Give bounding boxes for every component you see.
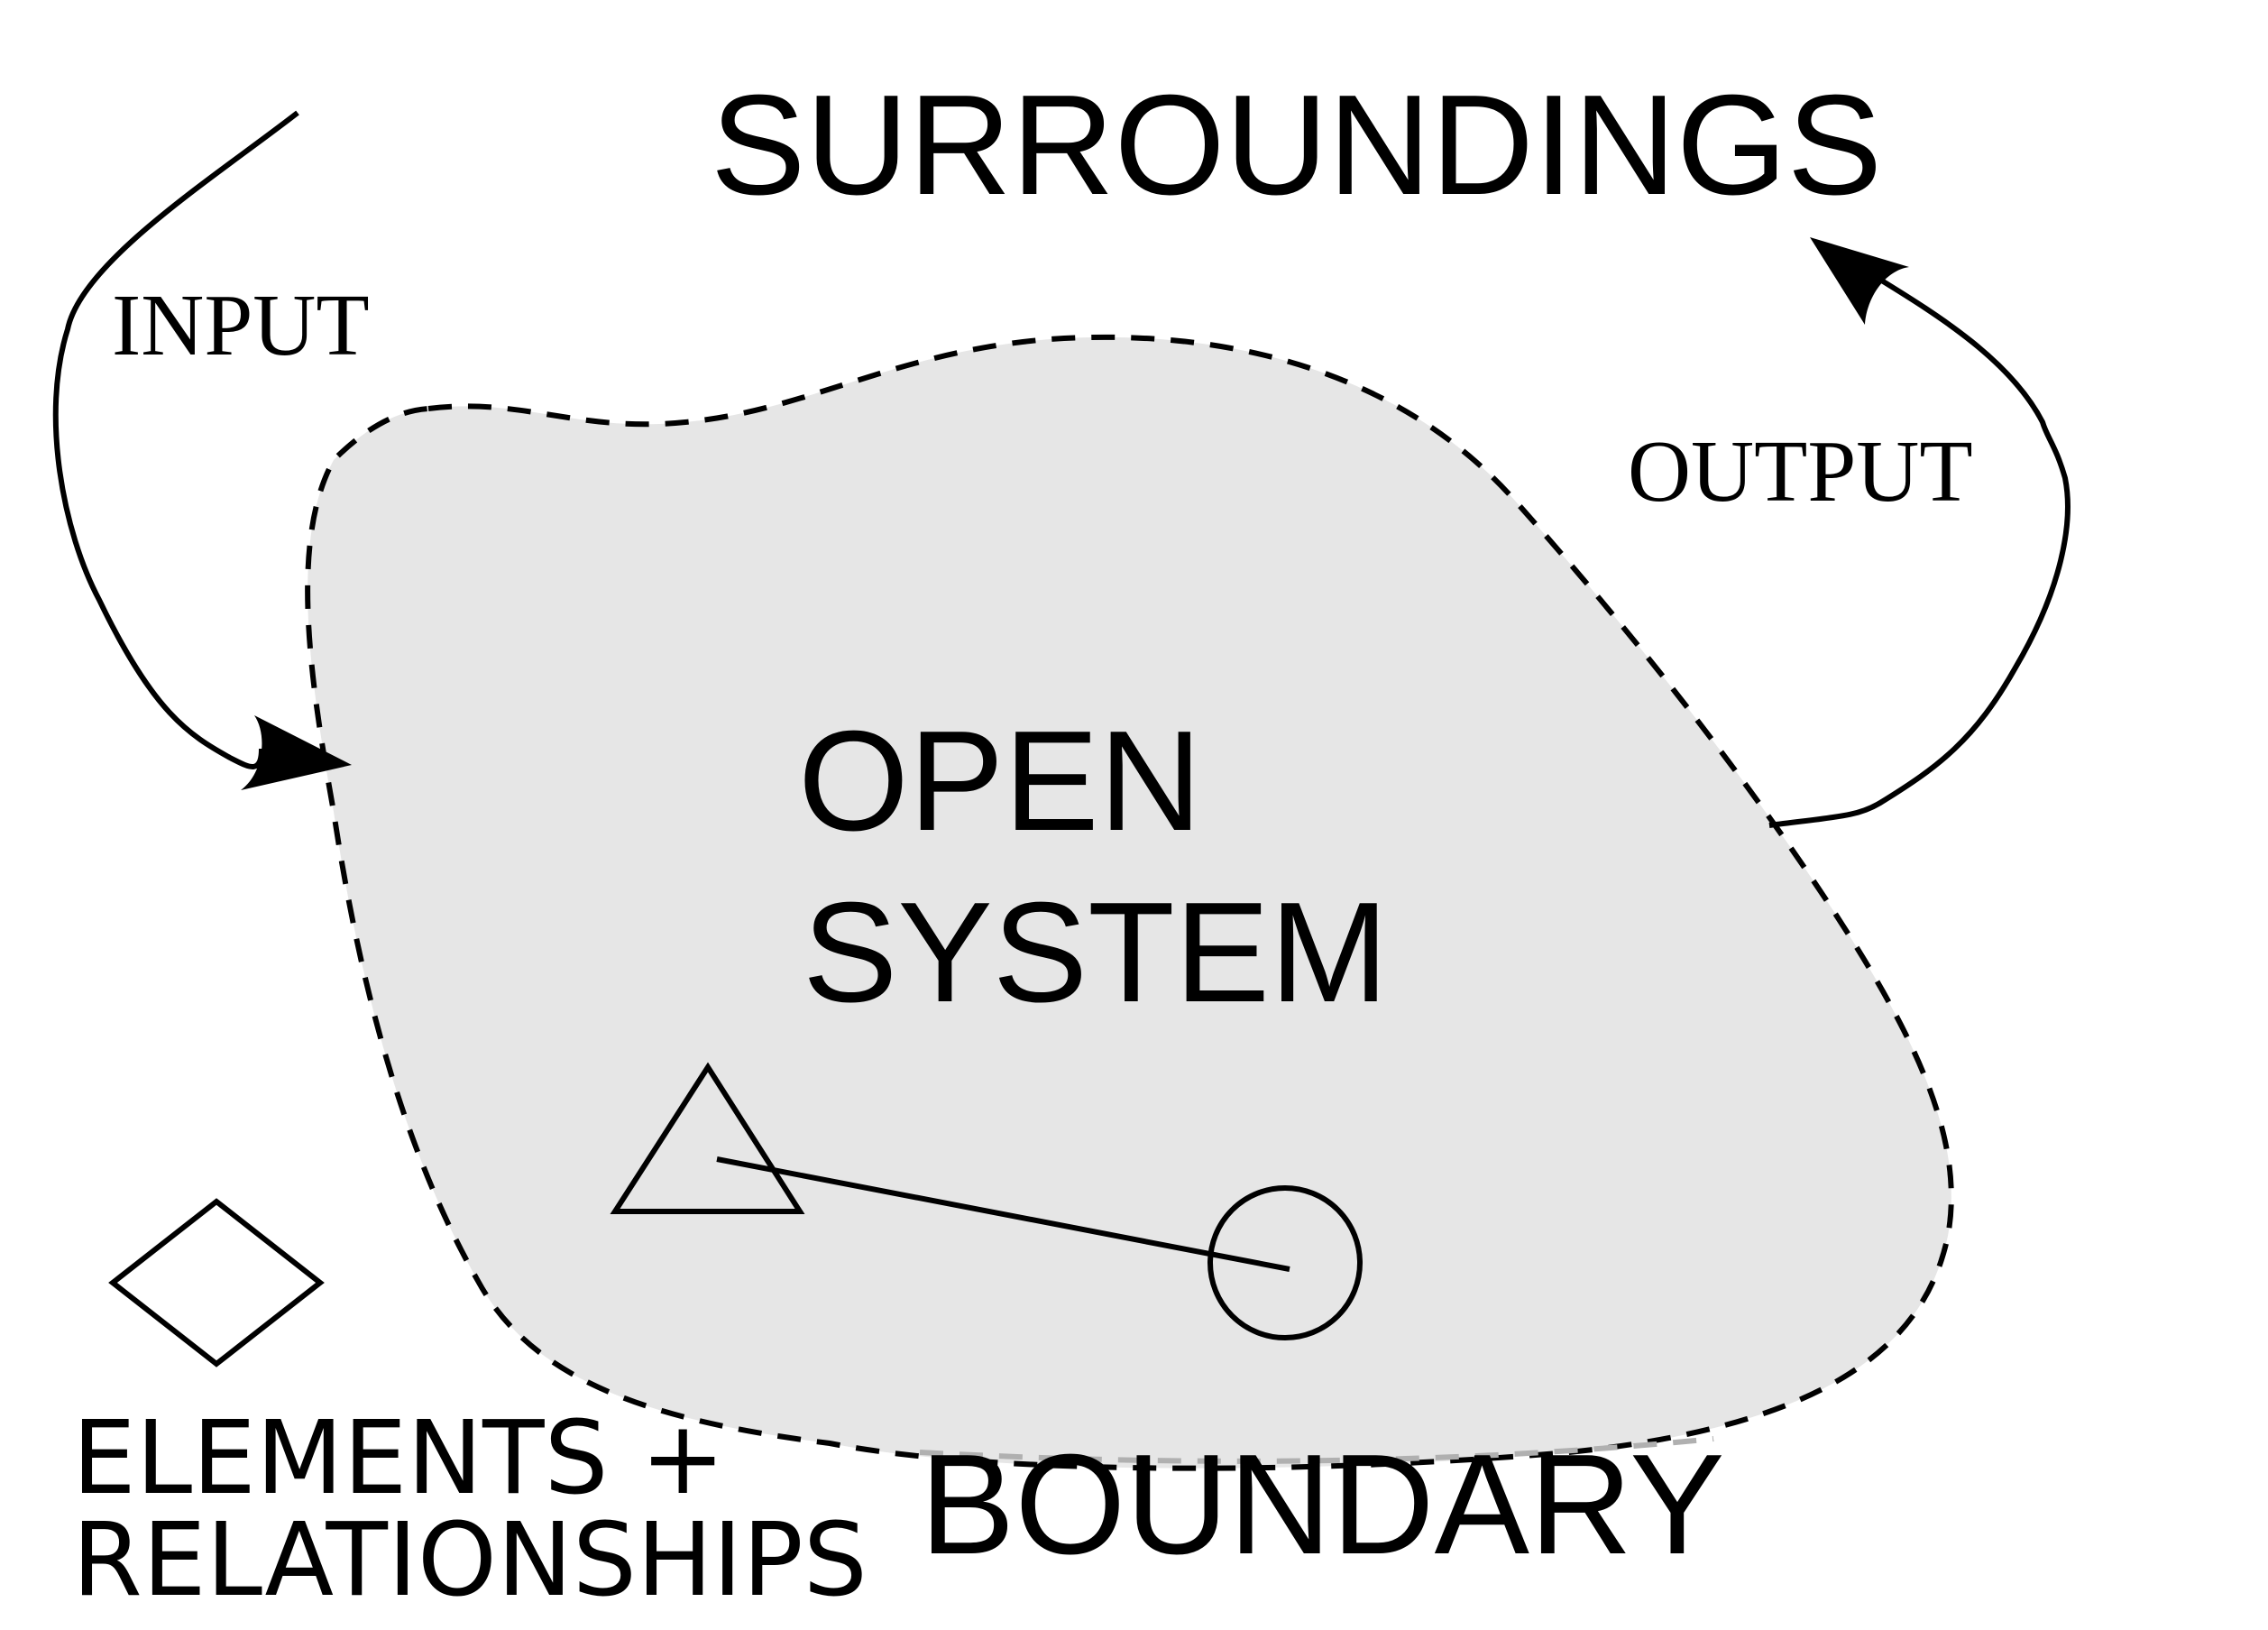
relationship-line	[716, 1156, 1290, 1272]
input-arrow-curve	[52, 110, 299, 769]
output-arrow-head	[1810, 237, 1909, 325]
boundary-label: BOUNDARY	[920, 1425, 1725, 1584]
element-diamond	[108, 1198, 325, 1368]
elements-label-line2: RELATIONSHIPS	[72, 1502, 868, 1619]
input-arrow-head	[241, 715, 352, 790]
elements-label-line1: ELEMENTS +	[72, 1400, 725, 1517]
input-label: INPUT	[112, 277, 370, 373]
open-system-label-line1: OPEN	[798, 702, 1202, 861]
output-arrow-curve	[1768, 277, 2071, 828]
open-system-region	[305, 334, 1954, 1471]
output-label: OUTPUT	[1628, 423, 1973, 520]
element-triangle	[610, 1062, 805, 1214]
surroundings-label: SURROUNDINGS	[711, 66, 1882, 225]
open-system-label-line2: SYSTEM	[803, 873, 1389, 1032]
element-circle	[1207, 1185, 1363, 1340]
boundary-accent-line	[919, 1436, 1714, 1464]
